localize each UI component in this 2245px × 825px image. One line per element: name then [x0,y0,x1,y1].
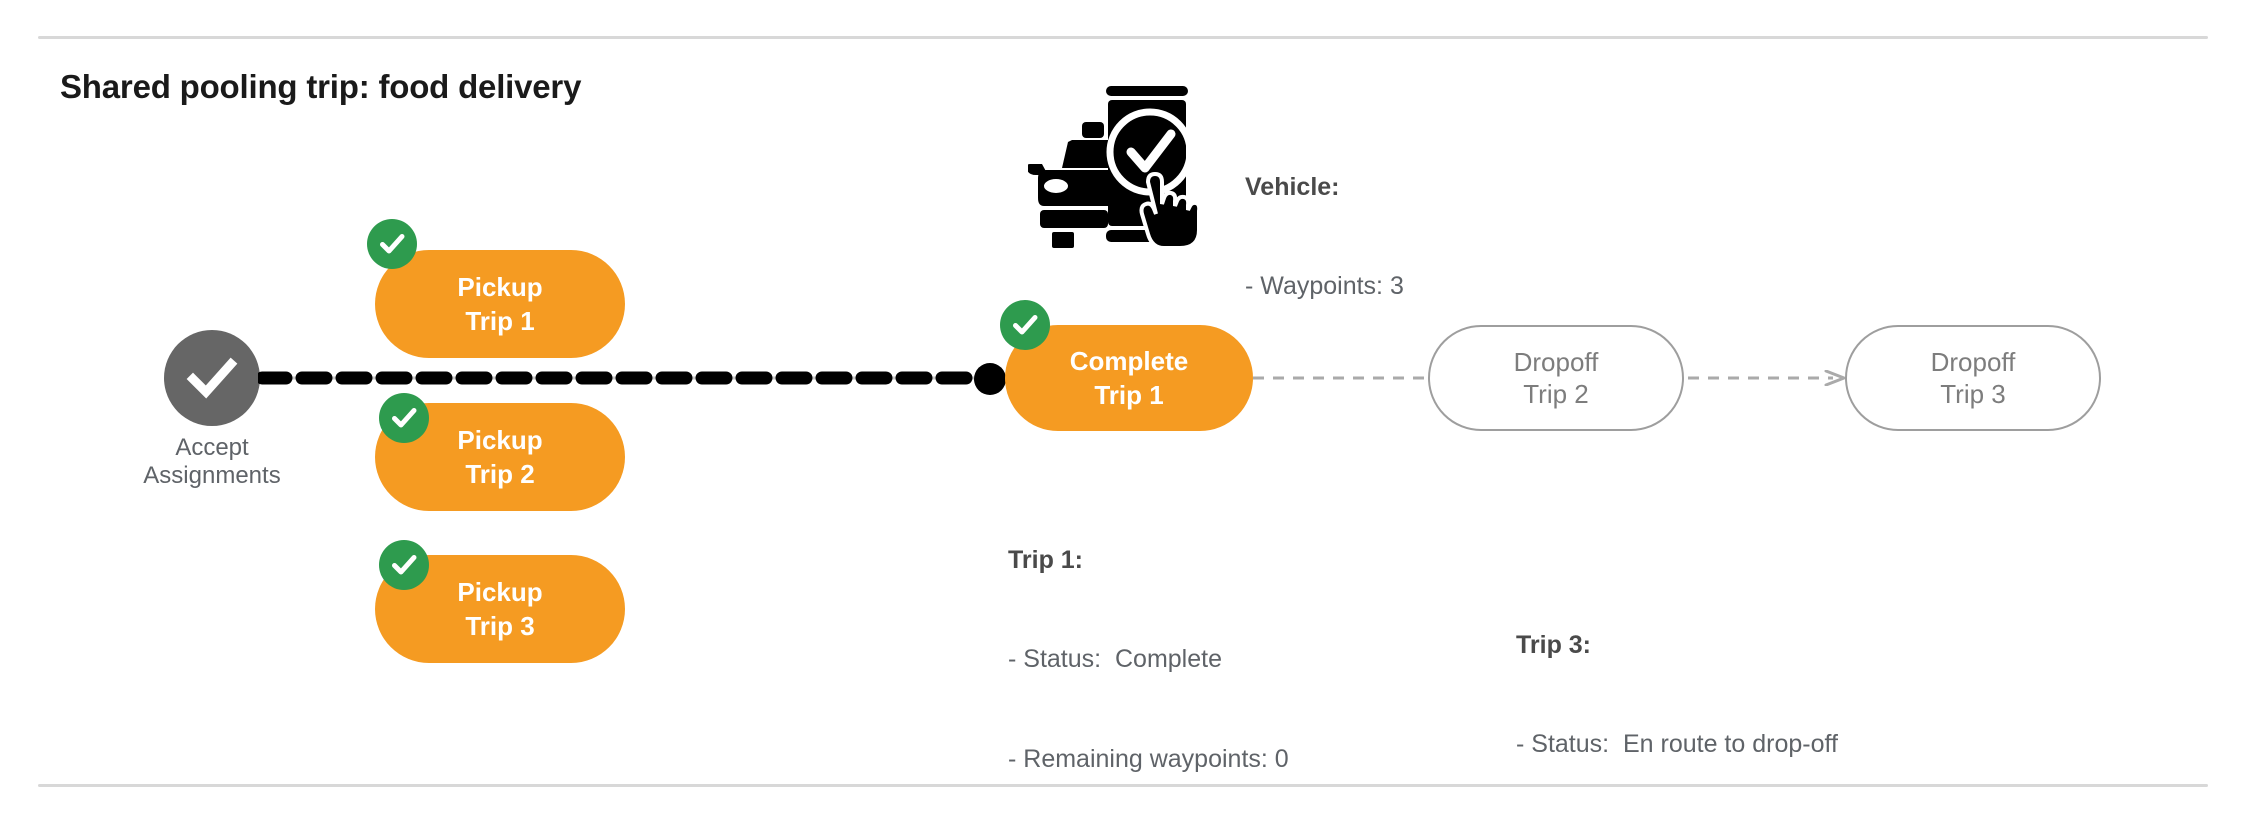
check-badge-icon [367,219,417,269]
complete-trip-1-node[interactable]: Complete Trip 1 [1005,325,1253,431]
dropoff-trip-2-line2: Trip 2 [1523,379,1589,409]
trip-3-status: - Status: En route to drop-off [1516,730,1838,759]
vehicle-info-block: Vehicle: - Waypoints: 3 [1245,104,1404,370]
pickup-trip-3-line1: Pickup [457,576,543,607]
pickup-trip-1-line2: Trip 1 [465,306,535,336]
check-badge-icon [379,540,429,590]
trip-3-info-block: Trip 3: - Status: En route to drop-off -… [1516,562,1838,825]
pickup-trip-1-line1: Pickup [457,271,543,302]
connector-complete-to-dropoff2 [1253,370,1431,386]
dropoff-trip-3-node[interactable]: Dropoff Trip 3 [1845,325,2101,431]
accept-assignments-label: Accept Assignments [102,434,322,491]
pickup-trip-2-line2: Trip 2 [465,459,535,489]
complete-trip-1-line2: Trip 1 [1094,380,1164,410]
divider-bottom [38,784,2208,787]
divider-top [38,36,2208,39]
car-phone-check-icon [1028,78,1200,248]
check-circle-icon [164,330,260,426]
check-badge-icon [1000,300,1050,350]
trip-1-waypoints: - Remaining waypoints: 0 [1008,745,1289,773]
trip-1-heading: Trip 1: [1008,545,1084,574]
dropoff-trip-3-line2: Trip 3 [1940,379,2006,409]
complete-trip-1-line1: Complete [1069,345,1189,376]
dropoff-trip-2-line1: Dropoff [1513,346,1599,377]
vehicle-heading: Vehicle: [1245,172,1340,201]
pickup-trip-1-node[interactable]: Pickup Trip 1 [375,250,625,358]
trip-3-heading: Trip 3: [1516,630,1592,659]
pickup-trip-3-line2: Trip 3 [465,611,535,641]
page-title: Shared pooling trip: food delivery [60,68,582,105]
accept-assignments-node[interactable]: Accept Assignments [143,330,281,489]
trip-1-status: - Status: Complete [1008,645,1222,674]
trip-1-2-info-block: Trip 1: - Status: Complete - Remaining w… [1008,477,1330,825]
check-badge-icon [379,393,429,443]
accept-label-line1: Accept [175,434,249,461]
assignments-dashed-connector [258,371,994,385]
vehicle-waypoints: - Waypoints: 3 [1245,272,1404,301]
accept-label-line2: Assignments [143,462,281,490]
pickup-trip-2-line1: Pickup [457,424,543,455]
connector-dropoff2-to-dropoff3 [1688,370,1848,386]
dropoff-trip-3-line1: Dropoff [1930,346,2016,377]
dropoff-trip-2-node[interactable]: Dropoff Trip 2 [1428,325,1684,431]
dashed-line-terminal-dot [974,363,1006,395]
